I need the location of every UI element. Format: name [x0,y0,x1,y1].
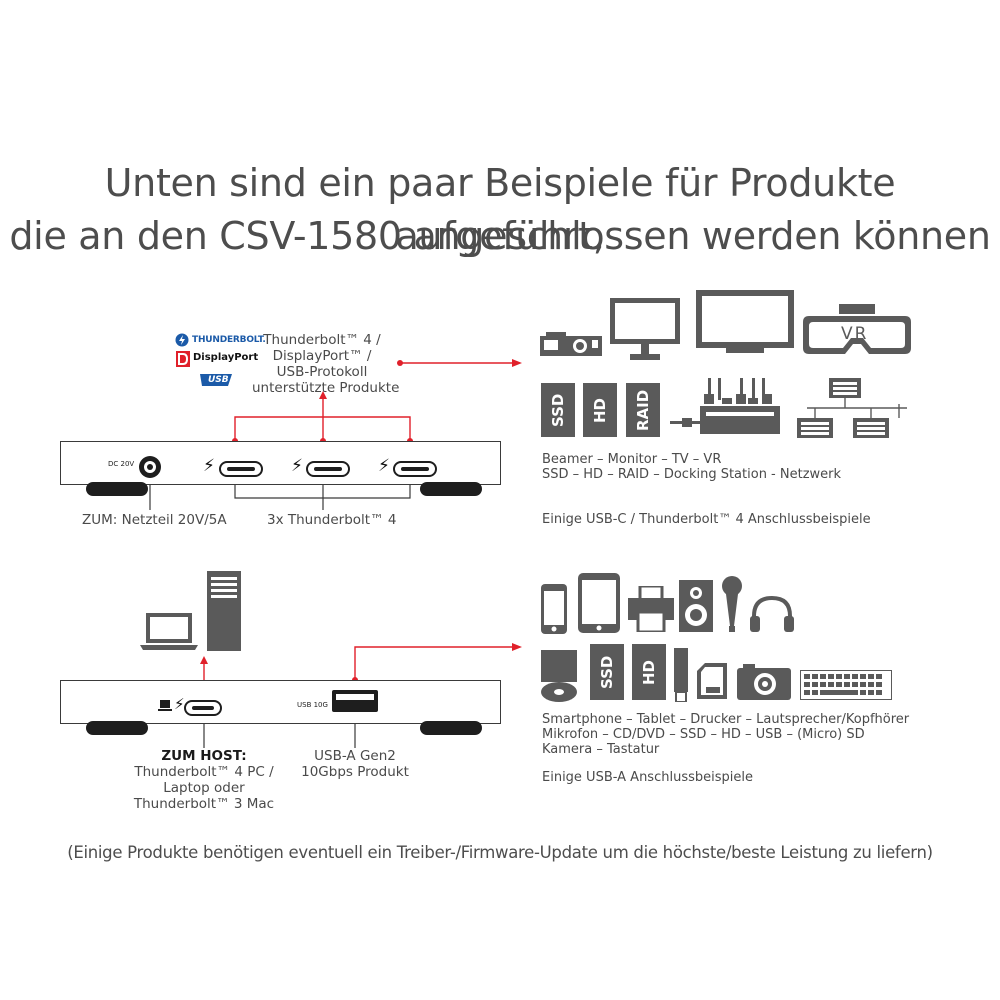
host-caption: ZUM HOST: Thunderbolt™ 4 PC / Laptop ode… [120,748,288,812]
protocol-label-line: Thunderbolt™ 4 / [263,332,381,348]
thunderbolt-port-1 [219,461,263,477]
usba-caption-line: 10Gbps Produkt [301,764,409,780]
docking-station-icon [670,378,780,434]
ports-caption: 3x Thunderbolt™ 4 [267,512,397,528]
page-title-line-2: die an den CSV-1580 angeschlossen werden… [9,214,991,258]
thunderbolt-port-2-icon: ⚡ [291,456,303,476]
dc-power-port [139,456,161,478]
vr-label: VR [841,324,869,344]
thunderbolt-port-2 [306,461,350,477]
page-title-line-1: Unten sind ein paar Beispiele für Produk… [104,161,896,258]
top-examples-text: Beamer – Monitor – TV – VR SSD – HD – RA… [542,452,841,482]
monitor-icon [610,298,680,360]
hd-icon: HD [632,644,666,700]
bottom-examples-line: Smartphone – Tablet – Drucker – Lautspre… [542,712,910,727]
bottom-examples-text: Smartphone – Tablet – Drucker – Lautspre… [542,712,909,757]
laptop-icon [140,613,198,650]
dc-label: DC 20V [108,460,135,468]
top-examples-caption: Einige USB-C / Thunderbolt™ 4 Anschlussb… [542,512,871,527]
displayport-logo-icon: DisplayPort [176,351,259,367]
vr-headset-icon: VR [803,304,911,354]
bottom-examples-line: Kamera – Tastatur [542,742,660,757]
host-caption-line: Thunderbolt™ 3 Mac [133,796,275,812]
thunderbolt-port-1-icon: ⚡ [203,456,215,476]
host-thunderbolt-icon: ⚡ [174,695,185,713]
bottom-device-foot-left [86,721,148,735]
top-examples-line: SSD – HD – RAID – Docking Station - Netz… [542,467,842,482]
projector-icon [540,332,602,356]
thunderbolt-logo-text: THUNDERBOLT. [192,335,266,345]
usb-stick-icon [674,648,688,702]
usb-a-port [332,690,378,712]
top-device-foot-right [420,482,482,496]
protocol-label-line: DisplayPort™ / [272,348,372,364]
protocol-label: Thunderbolt™ 4 / DisplayPort™ / USB-Prot… [252,332,400,396]
host-caption-line: Thunderbolt™ 4 PC / [134,764,274,780]
ssd-icon: SSD [590,644,624,700]
host-laptop-small-icon [158,700,172,711]
host-thunderbolt-port [184,700,222,716]
usb-logo-icon: USB [198,372,234,388]
host-caption-line: Laptop oder [163,780,245,796]
speaker-icon [679,580,713,632]
protocol-label-line: unterstützte Produkte [252,380,400,396]
footnote: (Einige Produkte benötigen eventuell ein… [67,843,933,862]
bottom-device-foot-right [420,721,482,735]
usb-logo-text: USB [208,375,229,385]
camera-icon [737,664,791,700]
microphone-icon [722,576,742,632]
raid-icon: RAID [626,383,660,437]
thunderbolt-port-3 [393,461,437,477]
ssd-icon: SSD [541,383,575,437]
tablet-icon [578,573,620,633]
hd-icon: HD [583,383,617,437]
protocol-label-line: USB-Protokoll [276,364,368,380]
sd-card-icon [697,663,727,699]
bottom-device-body [60,680,501,724]
printer-icon [628,586,674,632]
usba-caption-line: USB-A Gen2 [314,748,396,764]
usba-caption: USB-A Gen2 10Gbps Produkt [290,748,420,780]
tv-icon [696,290,794,353]
power-caption: ZUM: Netzteil 20V/5A [82,512,227,528]
top-examples-line: Beamer – Monitor – TV – VR [542,452,722,467]
cd-dvd-icon [541,650,577,702]
usb-10g-label: USB 10G [297,701,328,709]
top-device-foot-left [86,482,148,496]
thunderbolt-logo-icon: THUNDERBOLT. [175,333,266,347]
keyboard-icon [800,670,892,700]
headphones-icon [750,595,794,632]
network-icon [797,378,907,438]
host-caption-title: ZUM HOST: [161,748,247,764]
smartphone-icon [541,584,567,634]
displayport-logo-text: DisplayPort [193,352,259,363]
tower-pc-icon [207,571,241,651]
bottom-examples-caption: Einige USB-A Anschlussbeispiele [542,770,753,785]
bottom-examples-line: Mikrofon – CD/DVD – SSD – HD – USB – (Mi… [542,727,865,742]
thunderbolt-port-3-icon: ⚡ [378,456,390,476]
